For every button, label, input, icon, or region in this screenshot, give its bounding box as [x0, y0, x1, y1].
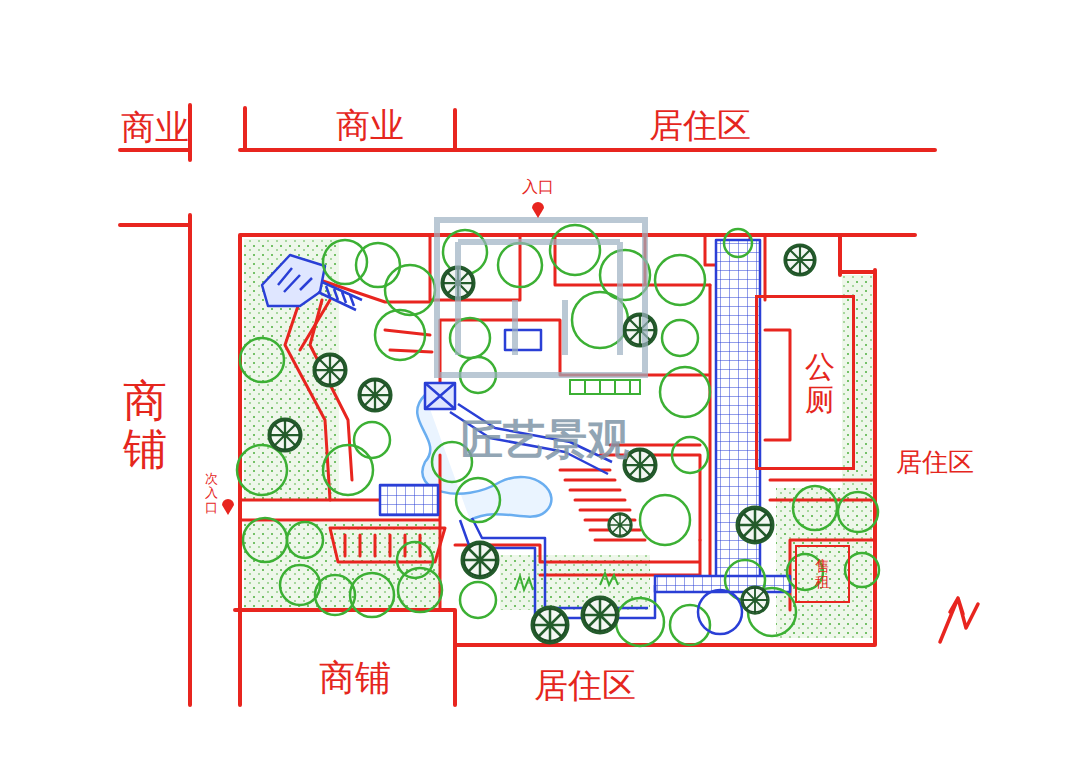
steps — [380, 485, 438, 515]
tree — [462, 542, 498, 578]
tree — [582, 597, 618, 633]
tree — [323, 445, 373, 495]
feature — [505, 330, 541, 350]
logo-frame — [437, 220, 645, 375]
grass — [515, 573, 618, 590]
tree — [845, 553, 879, 587]
tree — [237, 445, 287, 495]
hatched-path — [318, 282, 362, 310]
road-line — [120, 105, 935, 160]
tree — [698, 590, 742, 634]
tree — [359, 379, 391, 411]
trees — [237, 225, 879, 646]
tree — [269, 419, 301, 451]
lawn-areas — [244, 239, 874, 638]
zone-label: 商业 — [121, 105, 189, 151]
watermark-logo — [437, 220, 645, 375]
tree — [672, 437, 708, 473]
tree — [785, 245, 816, 276]
tree — [498, 243, 542, 287]
tree — [655, 255, 705, 305]
watermark: 匠艺景观 — [461, 412, 629, 468]
tree — [550, 225, 600, 275]
lawn — [244, 522, 440, 608]
entrance-pin — [532, 202, 544, 218]
tree — [350, 573, 394, 617]
shrubs — [515, 380, 640, 590]
tree — [456, 478, 500, 522]
tree — [616, 598, 664, 646]
zone-label: 商铺 — [319, 654, 391, 703]
entrance-label: 入口 — [522, 177, 554, 198]
tree — [608, 513, 631, 536]
tree — [280, 565, 320, 605]
north-arrow — [940, 598, 978, 642]
entrance-label: 次入口 — [205, 472, 218, 515]
road-line — [120, 215, 190, 705]
tree — [356, 243, 400, 287]
walk — [240, 455, 440, 610]
tree — [640, 495, 690, 545]
dark-trees — [269, 245, 816, 643]
building-notch — [765, 330, 790, 440]
tree — [354, 422, 390, 458]
zone-label: 居住区 — [534, 663, 636, 709]
tree — [742, 587, 769, 614]
tree — [737, 507, 773, 543]
pavilion-roof — [330, 528, 445, 562]
building-label: 售租 — [815, 558, 830, 591]
tree — [624, 314, 656, 346]
tree — [385, 265, 435, 315]
zone-label: 商铺 — [123, 377, 167, 474]
walks — [240, 235, 875, 610]
roads — [120, 105, 935, 705]
lawn — [776, 488, 872, 638]
zone-label: 商业 — [336, 103, 404, 149]
logo-mark — [458, 242, 620, 355]
site-boundary — [235, 235, 915, 705]
zone-label: 居住区 — [649, 103, 751, 149]
tree — [532, 607, 568, 643]
entrance-pin — [222, 499, 234, 515]
tree — [460, 582, 496, 618]
tree — [660, 367, 710, 417]
pavilion — [262, 255, 325, 306]
zone-label: 居住区 — [896, 445, 974, 480]
tree — [240, 338, 284, 382]
tree — [838, 492, 878, 532]
tree — [243, 518, 287, 562]
kiosk-box: 售租 — [795, 545, 850, 603]
tree — [375, 310, 425, 360]
walk — [285, 300, 352, 500]
building-label: 公厕 — [805, 350, 835, 416]
tree — [287, 522, 323, 558]
tower-detail — [425, 383, 455, 409]
tree — [724, 229, 752, 257]
tree — [397, 542, 433, 578]
lawn — [842, 275, 874, 495]
tower — [425, 383, 455, 409]
pavilion-detail — [278, 268, 312, 292]
tree — [314, 354, 346, 386]
tree — [670, 605, 710, 645]
entrance-markers — [222, 202, 544, 515]
hedge — [570, 380, 640, 394]
tree — [793, 486, 837, 530]
toilet-building: 公厕 — [755, 295, 855, 470]
tree — [662, 320, 698, 356]
paving — [262, 240, 790, 618]
